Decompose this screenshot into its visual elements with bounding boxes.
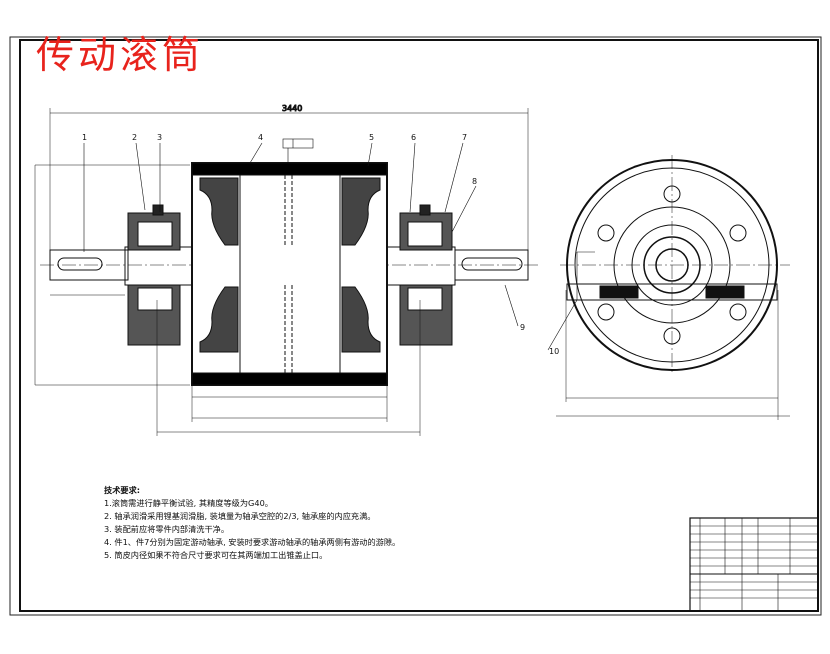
front-section-view: 3440	[34, 104, 540, 436]
inner-frame	[19, 39, 819, 612]
title-block	[689, 517, 819, 612]
part-number-2: 2	[132, 133, 137, 142]
tech-req-heading: 技术要求:	[104, 485, 141, 495]
part-leaders	[83, 142, 519, 327]
svg-text:3440: 3440	[282, 104, 302, 113]
tech-req-item-1: 1.滚筒需进行静平衡试验, 其精度等级为G40。	[104, 498, 273, 508]
part-number-5: 5	[369, 133, 374, 142]
tech-req-item-2: 2. 轴承润滑采用锂基润滑脂, 装填量为轴承空腔的2/3, 轴承座的内应充满。	[104, 511, 376, 521]
part-number-1: 1	[82, 133, 87, 142]
tech-req-item-5: 5. 筒皮内径如果不符合尺寸要求可在其两端加工出锥盖止口。	[104, 550, 328, 560]
technical-requirements: 技术要求: 1.滚筒需进行静平衡试验, 其精度等级为G40。 2. 轴承润滑采用…	[104, 484, 400, 562]
part-number-6: 6	[411, 133, 416, 142]
part-number-labels: 1 2 3 4 5 6 7 8 9 10	[82, 133, 559, 356]
part-number-10: 10	[549, 347, 559, 356]
part-number-9: 9	[520, 323, 525, 332]
drawing-title: 传动滚筒	[36, 33, 205, 77]
side-view	[547, 155, 790, 420]
part-number-4: 4	[258, 133, 263, 142]
part-number-7: 7	[462, 133, 467, 142]
tech-req-item-3: 3. 装配前应将零件内部清洗干净。	[104, 524, 230, 534]
tech-req-item-4: 4. 件1、件7分别为固定游动轴承, 安装时要求游动轴承的轴承两侧有游动的游隙。	[104, 537, 401, 547]
outer-frame	[9, 36, 822, 616]
part-number-3: 3	[157, 133, 162, 142]
part-number-8: 8	[472, 177, 477, 186]
